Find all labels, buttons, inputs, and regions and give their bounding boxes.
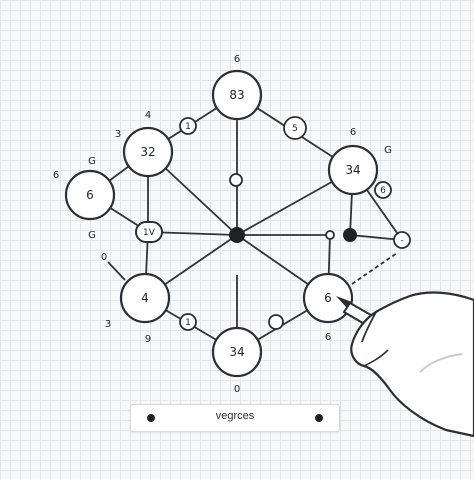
- caption-left-dot: [147, 414, 155, 422]
- annotation: 6: [325, 332, 331, 343]
- annotation: 3: [105, 319, 111, 330]
- small-node-label: -: [400, 236, 403, 246]
- edge-dashed: [351, 252, 398, 285]
- nodes-group: 83 32 6 34 4 6 34 1: [64, 69, 411, 378]
- node-label: 83: [229, 88, 244, 102]
- edge: [107, 261, 126, 281]
- node-34-bottom[interactable]: 34: [211, 326, 263, 378]
- annotation: 6: [53, 170, 59, 181]
- node-label: 32: [140, 145, 155, 159]
- annotation: G: [88, 230, 96, 241]
- small-node-label: 5: [292, 124, 298, 134]
- small-node-label: 1V: [143, 228, 156, 238]
- dot-node[interactable]: [343, 228, 357, 242]
- annotation: 0: [101, 252, 107, 263]
- caption-bar: vegrces: [130, 404, 340, 432]
- hand-with-pen-illustration: [336, 291, 474, 438]
- annotation: 6: [234, 54, 240, 65]
- node-32[interactable]: 32: [122, 126, 174, 178]
- small-node-lower-right[interactable]: [268, 314, 284, 330]
- small-node-1-top[interactable]: 1: [179, 117, 197, 135]
- node-6-left[interactable]: 6: [64, 169, 116, 221]
- annotation: 0: [234, 384, 240, 395]
- small-node-right-mid[interactable]: [325, 230, 335, 240]
- annotation: G: [384, 145, 392, 156]
- small-node-label: 6: [380, 186, 386, 196]
- node-label: 4: [141, 291, 149, 305]
- node-label: 6: [324, 291, 332, 305]
- small-node-label: 1: [185, 318, 191, 328]
- node-label: 34: [229, 345, 244, 359]
- node-83[interactable]: 83: [211, 69, 263, 121]
- small-node-mid[interactable]: [229, 173, 243, 187]
- caption-right-dot: [315, 414, 323, 422]
- node-4[interactable]: 4: [119, 272, 171, 324]
- node-label: 34: [345, 163, 360, 177]
- annotation: 4: [145, 110, 151, 121]
- node-label: 6: [86, 188, 94, 202]
- annotation: 3: [115, 129, 121, 140]
- hub-node[interactable]: [229, 227, 245, 243]
- annotation: 9: [145, 334, 151, 345]
- small-node-6[interactable]: 6: [374, 181, 392, 199]
- annotations-group: 6 4 3 6 G G 6 G 0 3 9 6 0: [53, 54, 392, 395]
- small-node-5[interactable]: 5: [283, 116, 307, 140]
- annotation: 6: [350, 127, 356, 138]
- small-node-dash[interactable]: -: [393, 231, 411, 249]
- small-node-1v[interactable]: 1V: [135, 221, 163, 243]
- annotation: G: [88, 156, 96, 167]
- small-node-label: 1: [185, 122, 191, 132]
- node-34-right[interactable]: 34: [327, 144, 379, 196]
- small-node-1-bottom[interactable]: 1: [179, 313, 197, 331]
- node-6-right[interactable]: 6: [302, 272, 354, 324]
- caption-text: vegrces: [215, 410, 255, 422]
